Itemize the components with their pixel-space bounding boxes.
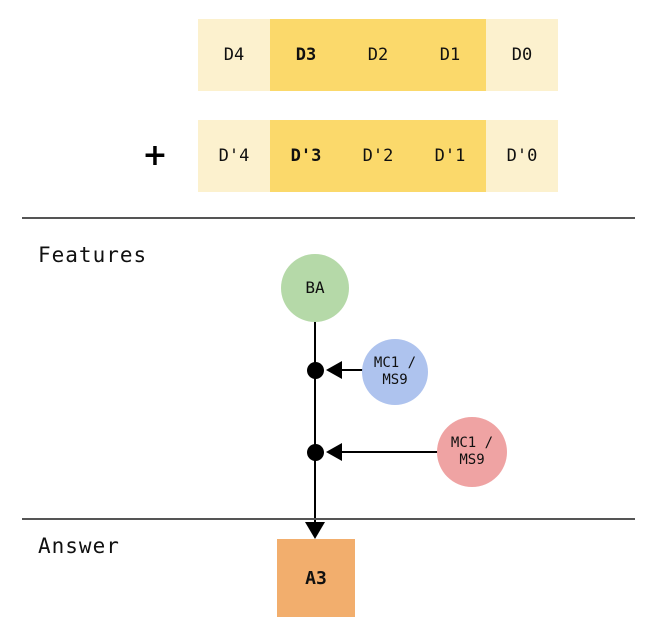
- digit-cell-dprime0: D'0: [486, 120, 558, 192]
- node-mc-pink-label-line2: MS9: [459, 452, 485, 468]
- flow-arrowhead-answer-icon: [305, 522, 325, 539]
- digit-cell-d2: D2: [342, 19, 414, 91]
- digit-cell-d4: D4: [198, 19, 270, 91]
- digit-cell-label: D3: [295, 45, 317, 65]
- digit-cell-label: D'0: [506, 146, 538, 166]
- digit-cell-label: D'4: [218, 146, 250, 166]
- digit-cell-label: D4: [223, 45, 245, 65]
- edge-line-mc-pink: [330, 451, 440, 453]
- digit-cell-dprime3: D'3: [270, 120, 342, 192]
- node-ba-label: BA: [305, 277, 325, 297]
- divider-features: [22, 217, 635, 219]
- answer-cell-a3: A3: [277, 539, 355, 617]
- digit-cell-dprime4: D'4: [198, 120, 270, 192]
- node-mc-blue-label-line2: MS9: [382, 372, 408, 388]
- plus-operator-icon: +: [142, 137, 168, 173]
- junction-dot-lower: [307, 444, 324, 461]
- node-mc-pink-label-line1: MC1 /: [450, 435, 494, 452]
- node-mc-blue: MC1 / MS9: [362, 339, 428, 405]
- node-ba: BA: [281, 254, 349, 322]
- edge-line-mc-blue: [330, 369, 364, 371]
- junction-dot-upper: [307, 362, 324, 379]
- edge-arrowhead-mc-pink-icon: [326, 443, 342, 461]
- digit-cell-label: D2: [367, 45, 389, 65]
- answer-section-label: Answer: [38, 534, 120, 558]
- digit-cell-label: D'1: [434, 146, 466, 166]
- digit-cell-label: D'2: [362, 146, 394, 166]
- digit-cell-dprime2: D'2: [342, 120, 414, 192]
- digit-cell-d1: D1: [414, 19, 486, 91]
- answer-cell-label: A3: [305, 567, 327, 589]
- edge-arrowhead-mc-blue-icon: [326, 361, 342, 379]
- digit-cell-label: D1: [439, 45, 461, 65]
- features-section-label: Features: [38, 243, 148, 267]
- digit-cell-label: D0: [511, 45, 533, 65]
- flow-trunk-line: [314, 320, 316, 532]
- divider-answer: [22, 518, 635, 520]
- digit-cell-d0: D0: [486, 19, 558, 91]
- digit-cell-dprime1: D'1: [414, 120, 486, 192]
- digit-cell-d3: D3: [270, 19, 342, 91]
- node-mc-pink: MC1 / MS9: [437, 417, 507, 487]
- digit-cell-label: D'3: [290, 146, 322, 166]
- node-mc-blue-label-line1: MC1 /: [373, 355, 417, 372]
